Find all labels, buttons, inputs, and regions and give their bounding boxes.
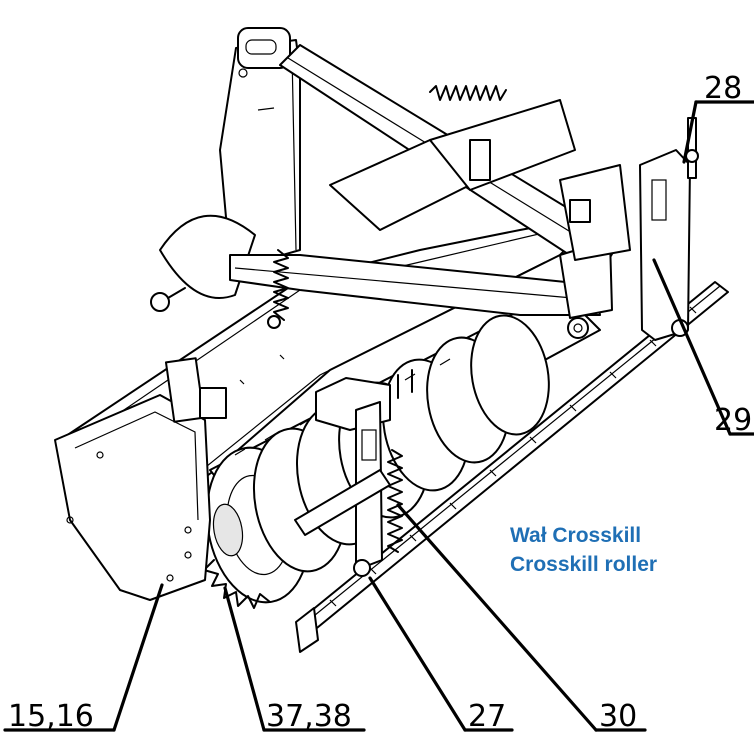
leader-37-38-tail [223, 586, 266, 732]
leader-lines [3, 100, 754, 732]
callout-labels: 28 29 15,16 37,38 27 30 [8, 71, 752, 734]
caption-polish: Wał Crosskill [510, 524, 641, 547]
callout-30: 30 [599, 699, 637, 734]
callout-15-16: 15,16 [8, 699, 94, 734]
lower-frame-bar [294, 469, 391, 536]
callout-37-38: 37,38 [266, 699, 352, 734]
leader-30-tail [396, 503, 598, 732]
caption: Wał Crosskill Crosskill roller [510, 524, 657, 576]
leader-27-tail [368, 576, 467, 732]
machine-illustration [54, 27, 729, 653]
callout-27: 27 [468, 699, 506, 734]
callout-29: 29 [714, 403, 752, 438]
cross-tubes [329, 99, 631, 261]
end-plate-left [54, 357, 227, 601]
leader-29-tail [652, 258, 732, 436]
callout-28: 28 [704, 71, 742, 106]
leader-15-16-tail [112, 583, 164, 732]
caption-english: Crosskill roller [510, 553, 657, 576]
leader-28-tail [682, 100, 698, 164]
side-bar-right [295, 281, 729, 653]
